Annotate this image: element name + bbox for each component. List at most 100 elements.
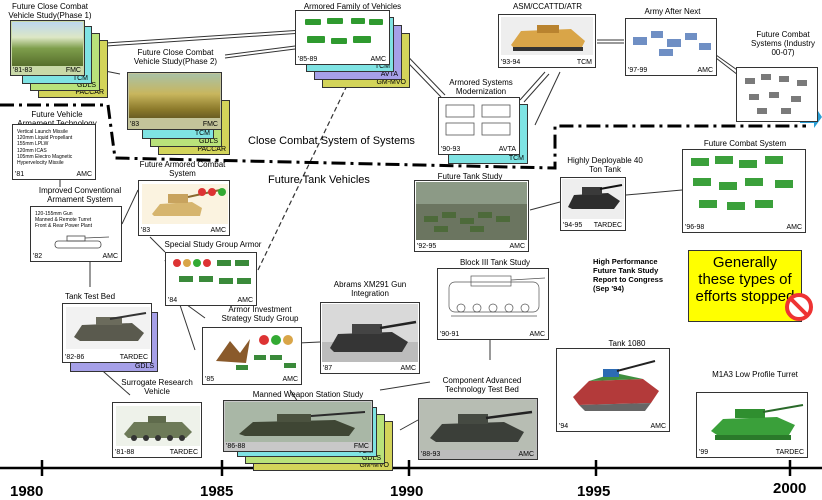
years-label: '82 [33, 253, 43, 260]
vehicle-image [416, 182, 527, 240]
vehicle-image [501, 17, 593, 55]
years-label: '90-91 [440, 331, 460, 338]
callout-box: Generally these types of efforts stopped [688, 250, 802, 322]
years-label: '81-83 [13, 67, 33, 74]
vehicle-family-image [305, 18, 383, 44]
year-label: 1995 [577, 483, 611, 500]
years-label: '84 [168, 297, 178, 304]
org-label: PACCAR [75, 89, 104, 96]
armament-list: 120-155mm Gun Manned & Remote Turret Fro… [35, 211, 121, 230]
card-title: Block III Tank Study [459, 258, 531, 267]
list-item: Vertical Launch Missile [17, 129, 68, 135]
org-label: AMC [786, 224, 802, 231]
years-label: '86-88 [226, 443, 246, 450]
years-label: '83 [141, 227, 151, 234]
card-title: Armor Investment Strategy Study Group [221, 305, 299, 323]
card-aissg: '85 AMC [202, 327, 302, 385]
years-label: '81 [15, 171, 25, 178]
stop-icon [785, 293, 813, 321]
list-item: 155mm LPLW [17, 141, 49, 148]
card-title: Improved Conventional Armament System [38, 186, 122, 204]
region-label-ccs: Close Combat System of Systems [248, 135, 415, 147]
card-facs: '83 AMC [138, 180, 230, 236]
card-title: Component Advanced Technology Test Bed [442, 376, 522, 394]
list-item: Manned & Remote Turret [35, 217, 92, 224]
list-item: 105mm Electro Magnetic [17, 153, 73, 160]
card-fts: '92-95 AMC [414, 180, 529, 252]
org-label: AMC [650, 423, 666, 430]
tank-image [562, 179, 624, 219]
vehicle-image [633, 31, 711, 56]
tank-cutaway-image [573, 360, 659, 411]
org-label: GDLS [134, 363, 154, 370]
card-t1080: '94 AMC [556, 348, 670, 432]
years-label: '96-98 [685, 224, 705, 231]
years-label: '88-93 [421, 451, 441, 458]
callout-text: Generally these types of efforts stopped [695, 254, 795, 305]
vehicle-image [691, 156, 793, 210]
tank-image [225, 402, 371, 442]
card-fcs: '96-98 AMC [682, 149, 806, 233]
years-label: '87 [323, 365, 333, 372]
card-title: ASM/CCATTD/ATR [512, 2, 583, 11]
org-label: PACCAR [197, 146, 226, 153]
vehicle-image [745, 74, 807, 114]
year-label: 1985 [200, 483, 234, 500]
years-label: '90-93 [441, 146, 461, 153]
card-title: Abrams XM291 Gun Integration [333, 280, 407, 298]
card-title: Surrogate Research Vehicle [121, 378, 193, 396]
years-label: '83 [130, 121, 140, 128]
vehicle-image [173, 259, 251, 284]
org-label: AMC [210, 227, 226, 234]
org-label: GM-MVO [359, 462, 389, 469]
card-m1a3: '99 TARDEC [696, 392, 808, 458]
org-label: TCM [508, 155, 524, 162]
org-label: FMC [353, 443, 369, 450]
org-label: FMC [202, 121, 218, 128]
card-title: Future Armored Combat System [139, 160, 226, 178]
card-title: Highly Deployable 40 Ton Tank [567, 156, 643, 174]
card-title: Armored Systems Modernization [449, 78, 513, 96]
org-label: AMC [102, 253, 118, 260]
card-title: Tank 1080 [608, 339, 646, 348]
card-hd40: '94-95 TARDEC [560, 177, 626, 231]
org-label: TCM [576, 59, 592, 66]
org-label: TARDEC [169, 449, 198, 456]
card-title: Future Close Combat Vehicle Study(Phase … [133, 48, 218, 66]
card-ssga: '84 AMC [165, 252, 257, 306]
years-label: '81-88 [115, 449, 135, 456]
card-fcsi [736, 67, 818, 122]
org-label: TCM [374, 63, 390, 70]
eagle-image [216, 335, 296, 370]
tank-sketch-image [54, 235, 110, 249]
card-title: Manned Weapon Station Study [252, 390, 364, 399]
org-label: AMC [76, 171, 92, 178]
org-label: AVTA [380, 71, 398, 78]
list-item: 120mm ICAS [17, 147, 47, 154]
tank-image [322, 304, 418, 362]
org-label: GDLS [76, 82, 96, 89]
tank-image [420, 400, 536, 450]
card-title: Future Combat System [703, 139, 787, 148]
org-label: AMC [400, 365, 416, 372]
org-label: AMC [697, 67, 713, 74]
org-label: TARDEC [593, 222, 622, 229]
armament-list: Vertical Launch Missile 120mm Liquid Pro… [17, 129, 97, 166]
card-title: Tank Test Bed [64, 292, 116, 301]
org-label: GDLS [361, 455, 381, 462]
org-label: AMC [518, 451, 534, 458]
org-label: AMC [529, 331, 545, 338]
list-item: Front & Rear Power Plant [35, 223, 92, 230]
card-title: Future Close Combat Vehicle Study(Phase … [8, 2, 92, 20]
card-fvat: Vertical Launch Missile 120mm Liquid Pro… [12, 124, 96, 180]
card-abrams: '87 AMC [320, 302, 420, 374]
years-label: '94 [559, 423, 569, 430]
org-label: GDLS [198, 138, 218, 145]
org-label: GM-MVO [376, 79, 406, 86]
landscape-image [12, 22, 83, 66]
year-label: 1980 [10, 483, 44, 500]
schematic-image [445, 104, 511, 136]
card-title: Future Vehicle Armament Technology [17, 110, 96, 128]
tank-image [66, 307, 150, 349]
card-title: Future Combat Systems (Industry 00-07) [750, 30, 815, 57]
